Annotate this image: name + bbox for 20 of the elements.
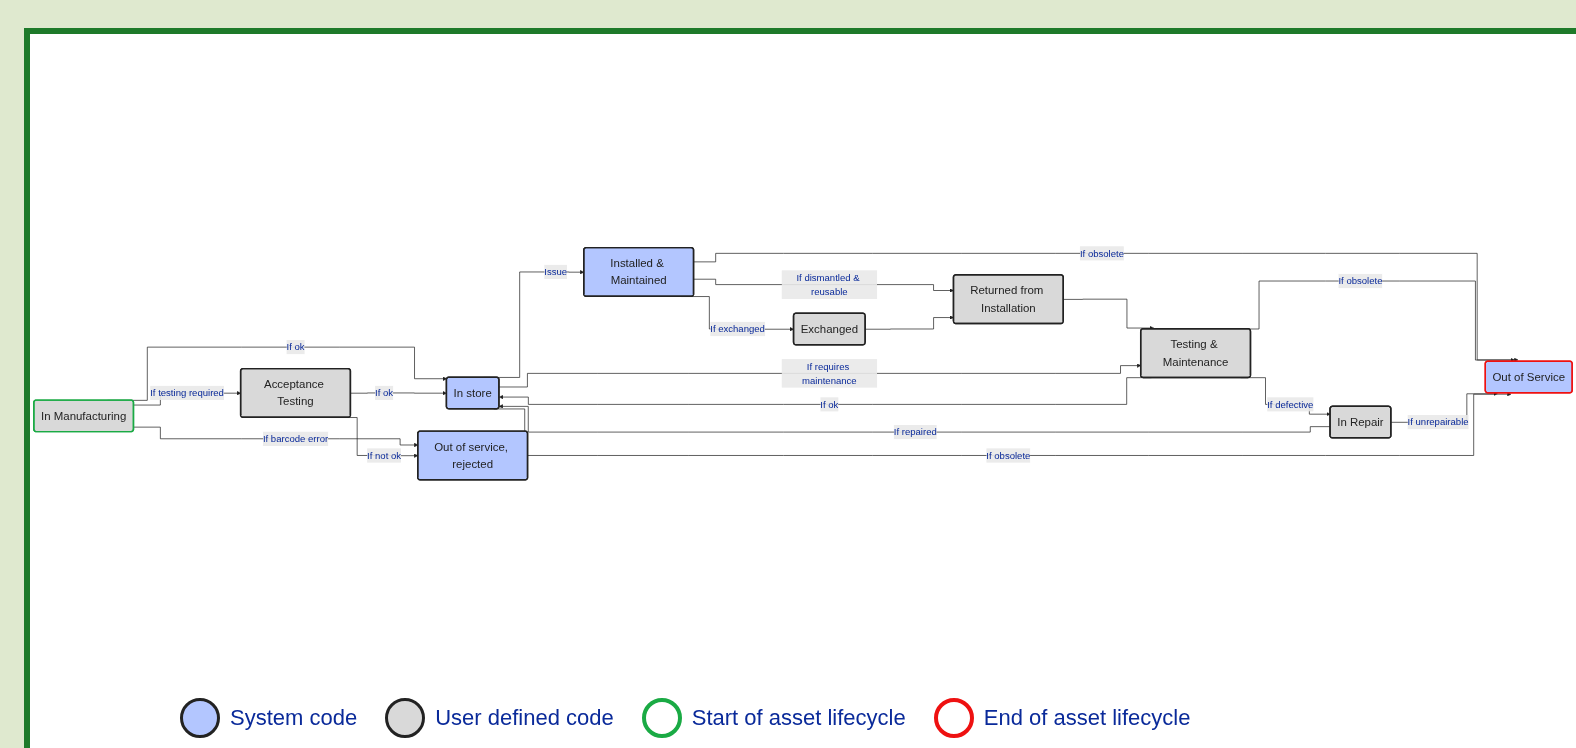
edge-label: If dismantled & reusable (796, 272, 860, 298)
edge-label: If repaired (893, 426, 937, 438)
edge-label: If unrepairable (1407, 416, 1469, 428)
edge-label: If ok (286, 341, 305, 353)
edge-label: If obsolete (1338, 275, 1383, 287)
edge-label: If obsolete (1079, 248, 1124, 259)
edge-label: If obsolete (986, 450, 1031, 461)
legend-label: Start of asset lifecycle (691, 705, 906, 731)
edge-label: If barcode error (262, 433, 329, 445)
edge-label: Issue (544, 266, 568, 278)
edge-label: If defective (1267, 399, 1314, 410)
edge-label: If requires maintenance (802, 360, 857, 386)
edge-label: If exchanged (710, 323, 765, 335)
legend-label: System code (230, 705, 358, 731)
edge-label: If ok (820, 399, 839, 410)
edge-label: If not ok (367, 450, 402, 461)
legend-label: User defined code (435, 705, 614, 731)
edge-label: If testing required (150, 387, 224, 399)
legend-label: End of asset lifecycle (983, 705, 1191, 731)
edge-label: If ok (375, 387, 394, 399)
